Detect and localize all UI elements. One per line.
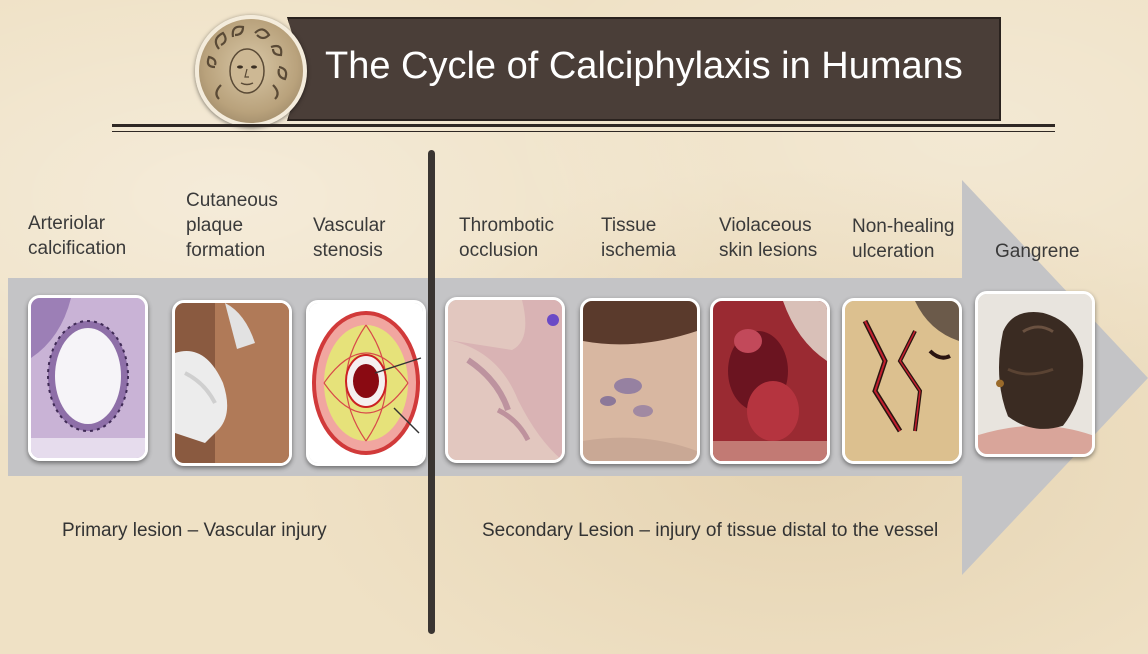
tissue-ischemia-image: [580, 298, 700, 464]
plaque-palpation-image: [172, 300, 292, 466]
title-underline-thin: [112, 131, 1055, 132]
histology-vessel-image: [28, 295, 148, 461]
thrombotic-occlusion-image: [445, 297, 565, 463]
primary-lesion-caption: Primary lesion – Vascular injury: [62, 520, 327, 542]
page-title: The Cycle of Calciphylaxis in Humans: [325, 45, 963, 88]
non-healing-ulceration-image: [842, 298, 962, 464]
stage-label-gangrene: Gangrene: [995, 239, 1080, 264]
violaceous-skin-lesion-image: [710, 298, 830, 464]
secondary-lesion-caption: Secondary Lesion – injury of tissue dist…: [482, 520, 938, 542]
phase-divider: [428, 150, 435, 634]
vascular-stenosis-illustration: [306, 300, 426, 466]
gangrene-image: [975, 291, 1095, 457]
title-underline: [112, 124, 1055, 127]
title-area: The Cycle of Calciphylaxis in Humans: [195, 15, 1000, 123]
medusa-logo-icon: [195, 15, 307, 127]
